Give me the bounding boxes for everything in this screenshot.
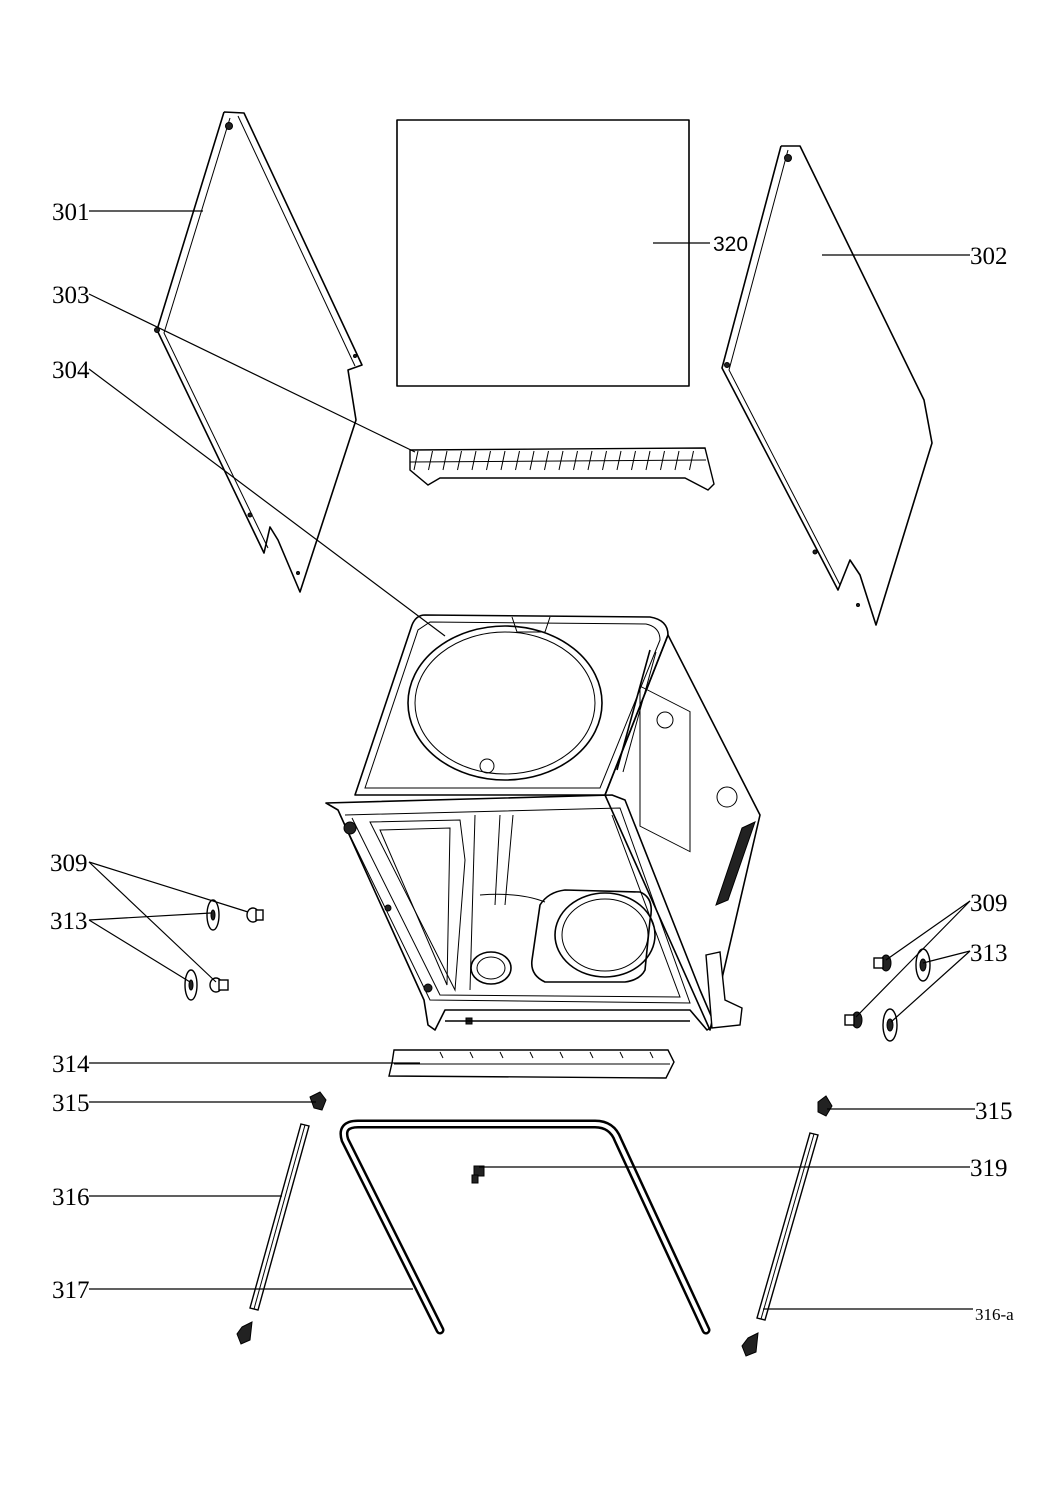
part-313-washer-left-lower	[184, 969, 198, 1001]
part-317-door-gasket	[339, 1119, 711, 1335]
label-320: 320	[713, 233, 748, 256]
label-316-a: 316-a	[975, 1305, 1014, 1324]
rail-slot	[573, 450, 578, 471]
part-309-foot-left-upper	[246, 907, 264, 923]
plate-mark	[499, 1051, 504, 1059]
plate-mark	[589, 1051, 594, 1059]
rail-slot	[587, 450, 593, 471]
rail-slot	[602, 450, 607, 471]
part-315-hinge-cap-left	[309, 1091, 327, 1111]
rail-slot	[689, 450, 694, 471]
part-303-rail	[409, 447, 715, 491]
rail-slot	[486, 450, 491, 471]
part-319-clip	[471, 1165, 485, 1184]
label-304: 304	[52, 357, 90, 384]
rail-slot	[674, 450, 680, 471]
label-317: 317	[52, 1277, 90, 1304]
part-304-tub	[325, 614, 761, 1031]
part-316-hinge-arm-left	[236, 1123, 310, 1345]
rail-slot	[616, 450, 622, 471]
rail-slot	[660, 450, 665, 471]
plate-mark	[529, 1051, 534, 1059]
label-315-right: 315	[975, 1098, 1013, 1125]
rail-slot	[413, 450, 419, 471]
label-309-left: 309	[50, 850, 88, 877]
rail-slot	[471, 450, 477, 471]
label-313-left: 313	[50, 908, 88, 935]
rail-slot	[515, 450, 520, 471]
part-315-hinge-cap-right	[817, 1095, 833, 1117]
rail-slot	[500, 450, 506, 471]
rail-slot	[631, 450, 636, 471]
part-309-foot-right-lower	[844, 1011, 863, 1029]
rail-slots	[413, 450, 694, 471]
part-301-left-side-panel	[154, 111, 363, 593]
part-309-foot-right-upper	[873, 954, 892, 972]
rail-slot	[457, 450, 462, 471]
rail-slot	[544, 450, 549, 471]
plate-marks	[439, 1051, 654, 1059]
plate-mark	[649, 1051, 654, 1059]
rail-slot	[442, 450, 448, 471]
vent-grille	[715, 821, 756, 906]
rail-slot	[428, 450, 433, 471]
part-302-right-side-panel	[721, 145, 933, 626]
part-309-foot-left-lower	[209, 977, 229, 993]
part-313-washer-right-lower	[882, 1008, 898, 1042]
part-316a-hinge-arm-right	[741, 1132, 819, 1357]
plate-mark	[469, 1051, 474, 1059]
label-313-right: 313	[970, 940, 1008, 967]
part-314-kick-plate	[388, 1049, 675, 1079]
label-316: 316	[52, 1184, 90, 1211]
plate-mark	[619, 1051, 624, 1059]
label-319: 319	[970, 1155, 1008, 1182]
callout-labels: 301 302 303 304 320 309 313 309 313 314 …	[50, 199, 1014, 1324]
rail-slot	[645, 450, 651, 471]
plate-mark	[439, 1051, 444, 1059]
label-314: 314	[52, 1051, 90, 1078]
rail-slot	[558, 450, 564, 471]
part-313-washer-left-upper	[206, 899, 220, 931]
part-313-washer-right-upper	[915, 948, 931, 982]
leader-lines	[88, 210, 975, 1310]
label-315-left: 315	[52, 1090, 90, 1117]
label-301: 301	[52, 199, 90, 226]
label-303: 303	[52, 282, 90, 309]
part-320-top-panel	[396, 119, 690, 387]
label-309-right: 309	[970, 890, 1008, 917]
plate-mark	[559, 1051, 564, 1059]
label-302: 302	[970, 243, 1008, 270]
rail-slot	[529, 450, 535, 471]
